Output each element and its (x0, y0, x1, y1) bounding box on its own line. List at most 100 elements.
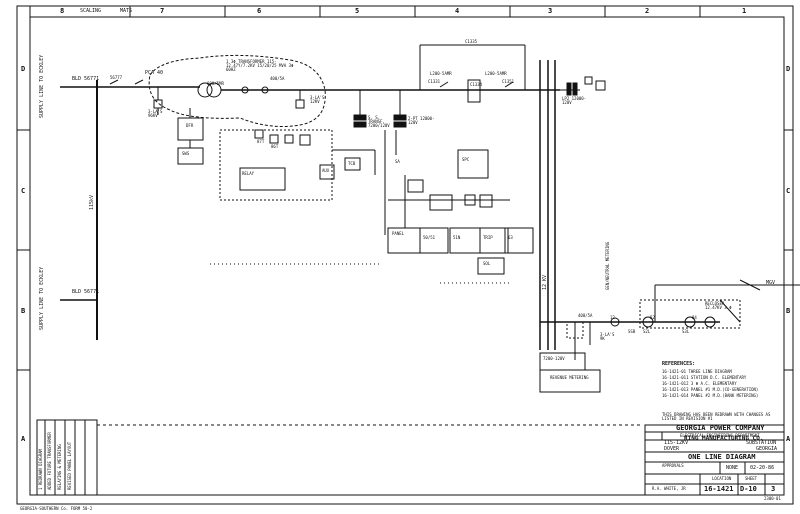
revision-entry: RELAYING & METERING (57, 444, 62, 490)
supply-line-bottom-label: SUPPLY LINE TO ECKLEY (39, 266, 45, 330)
revision-entry: 1 REDRAWN DIAGRAM (38, 449, 43, 490)
form-code: 2300-01 (764, 496, 781, 501)
relay-label-6: 63 (508, 235, 513, 240)
revision-entry: REVISED PANEL LAYOUT (67, 441, 72, 490)
la-right-label: 3-LA'S 12KV (310, 95, 325, 104)
sheet-label: SHEET (745, 476, 758, 481)
sa-label: SA (395, 159, 400, 164)
zone-label-3: 3 (548, 7, 553, 15)
diagram-title: ONE LINE DIAGRAM (688, 453, 756, 461)
zone-label-6: 6 (257, 7, 262, 15)
sol-label: SOL (483, 261, 491, 266)
ct-400b-label: 400/5A (578, 313, 593, 318)
c1331-label: C1331 (428, 79, 441, 84)
row-label-b: B (21, 307, 26, 315)
bus-12kv-label: 12 KV (542, 274, 548, 290)
s2l-label: S2L (643, 329, 651, 334)
c1335-label: C1335 (465, 39, 478, 44)
switch-56777-label: 56777 (110, 75, 123, 80)
station-name: DOVER (664, 446, 680, 452)
row-label-c: C (21, 187, 26, 195)
zone-label-8: 8 (60, 7, 65, 15)
outgoing-label: MGV (766, 280, 776, 286)
redrawn-note: THIS DRAWING HAS BEEN REDRAWN WITH CHANG… (662, 412, 771, 421)
breaker-top2-label: L200-5AMR (485, 71, 507, 76)
row-label-a-right: A (786, 435, 791, 443)
sws-label: SWS (182, 151, 190, 156)
outer-border (16, 5, 794, 505)
lp2-label: LP2 12000-120V (562, 96, 587, 105)
location-label: LOCATION (712, 476, 732, 481)
relay-label-0: RELAY (242, 171, 255, 176)
drawing-number: 16-1421 (704, 485, 734, 493)
sheet-number: 3 (771, 485, 776, 493)
recloser-label: RECLOSER 12.47KV 3 Φ (705, 301, 732, 310)
breaker-box (467, 79, 481, 103)
reference-item: 16-1421-014 PANEL #2 M.D.(BANK METERING) (662, 393, 759, 398)
bus-top-tag: BLD 56771 (72, 76, 100, 82)
s3l-label: S3L (682, 329, 690, 334)
title-block-frame (644, 424, 785, 496)
relay-label-7: TCB (348, 161, 356, 166)
approvals-label: APPROVALS (662, 463, 684, 468)
ct-600-label: 600/5MR (207, 81, 224, 86)
zone-label-5: 5 (355, 7, 360, 15)
row-label-c-right: C (786, 187, 791, 195)
reference-item: 16-1421-013 PANEL #1 M.D.(CO-GENERATION) (662, 387, 759, 392)
drawn-by: R.A. WHITE, JR (652, 486, 686, 491)
breaker-top-label: L200-5AMR (430, 71, 452, 76)
row-label-d-right: D (786, 65, 791, 73)
revenue-metering-label: REVENUE METERING (550, 375, 589, 380)
la-bottom-label: 3-LA'S 9K (600, 332, 615, 341)
references-title: REFERENCES: (662, 361, 696, 367)
scale-value: NONE (726, 465, 739, 471)
revision-entry: ADDED FUTURE TRANSFORMER (47, 432, 52, 490)
gen-b-label: 52 (650, 315, 655, 320)
relay-label-5: TRIP (483, 235, 493, 240)
pca-label: PCA 40 (145, 70, 164, 76)
gen-meter-label: GEN/NEUTRAL METERING (605, 241, 610, 290)
c1334-label: C1334 (470, 82, 483, 87)
zone-label-2: 2 (645, 7, 650, 15)
voltage: 115-12KV (664, 440, 689, 446)
c1351-label: C1351 (502, 79, 515, 84)
zone-label-1: 1 (742, 7, 747, 15)
relay-label-4: 51N (453, 235, 461, 240)
transformer-main-label: 1 3Φ TRANSFORMER 115-12.47Y/7.2KV 15/20/… (226, 59, 294, 72)
ssb-label: SSB (628, 329, 636, 334)
form-note: GEORGIA-SOUTHERN Co. FORM 50-2 (20, 506, 93, 511)
mats-label: MATS (120, 8, 133, 14)
substation-label: SUBSTATION (746, 440, 777, 446)
row-label-a: A (21, 435, 26, 443)
relay-label-2: 86T (271, 144, 279, 149)
relay-label-1: 87T (257, 139, 265, 144)
ct-400-label: 400/5A (270, 76, 285, 81)
la-left-label: 3-LA'S 96KV (148, 109, 163, 118)
pt-label: 2-PT 12000-120V (408, 116, 435, 125)
spc-label: SPC (462, 157, 470, 162)
department: ELECTRICAL ENGINEERING DEPARTMENT (680, 433, 760, 438)
row-label-b-right: B (786, 307, 791, 315)
row-label-d: D (21, 65, 26, 73)
zone-label-4: 4 (455, 7, 460, 15)
bus-115kv-label: 115kV (89, 194, 95, 210)
relay-label-8: AUX (322, 168, 330, 173)
gen-a-label: 12 (610, 315, 615, 320)
bus-bottom-tag: BLD 56771 (72, 289, 100, 295)
drawing-suffix: D-10 (740, 485, 757, 493)
dfr-label: DFR (186, 123, 194, 128)
zone-label-7: 7 (160, 7, 165, 15)
state: GEORGIA (756, 446, 778, 452)
supply-line-top-label: SUPPLY LINE TO ECKLEY (39, 54, 45, 118)
gen-c-label: 84 (692, 315, 697, 320)
reference-item: 16-1421-01 THREE LINE DIAGRAM (662, 369, 732, 374)
relay-label-3: 50/51 (423, 235, 436, 240)
sst-label: S. S. TRANSF. 7200/120V (368, 115, 390, 128)
scaling-label: SCALING (80, 8, 102, 14)
inner-border (29, 16, 785, 496)
pt-bottom-label: 7200-120V (543, 356, 565, 361)
company-name: GEORGIA POWER COMPANY (676, 424, 765, 432)
reference-item: 16-1421-012 3 Φ A.C. ELEMENTARY (662, 381, 737, 386)
